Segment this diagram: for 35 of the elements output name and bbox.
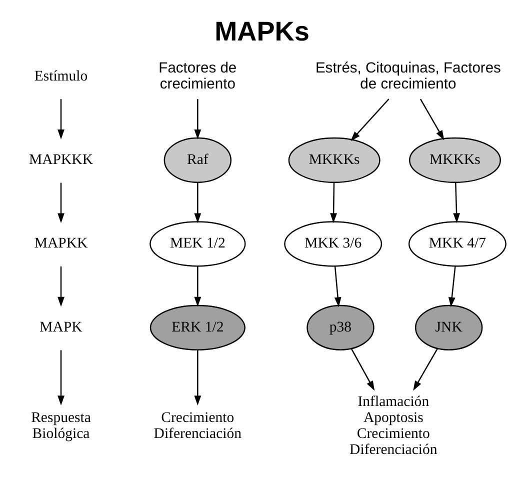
arrow [58, 266, 64, 307]
arrow [334, 266, 342, 308]
node-text: MAPKKK [29, 152, 94, 168]
arrow [58, 99, 64, 140]
arrow [194, 350, 202, 406]
arrow [194, 99, 202, 140]
arrow [448, 266, 456, 308]
node-text: Factores de crecimiento [158, 60, 237, 92]
arrow [58, 350, 64, 406]
arrow [58, 182, 64, 224]
node-text: MAPK [40, 319, 82, 336]
node-text: Respuesta Biológica [31, 410, 91, 442]
node-ellipse: MKKKs [288, 137, 380, 183]
node-ellipse: ERK 1/2 [150, 304, 246, 350]
arrow [453, 182, 460, 224]
arrow [420, 98, 444, 140]
diagram-title: MAPKs [214, 15, 310, 46]
arrow [350, 98, 390, 142]
node-text: Crecimiento Diferenciación [154, 410, 242, 442]
arrow [413, 348, 438, 391]
node-ellipse: MKK 4/7 [408, 221, 506, 267]
node-ellipse: p38 [306, 304, 374, 350]
node-text: Estímulo [34, 68, 88, 84]
node-text: Inflamación Apoptosis Crecimiento Diferenciación [350, 394, 438, 458]
arrow [194, 182, 202, 224]
node-ellipse: MEK 1/2 [150, 221, 246, 267]
node-text: Estrés, Citoquinas, Factores de crecimiento [315, 60, 501, 92]
node-ellipse: JNK [414, 304, 483, 350]
node-ellipse: Raf [164, 137, 232, 183]
node-text: MAPKK [34, 236, 88, 252]
arrow [194, 266, 202, 307]
arrow [350, 348, 375, 391]
node-ellipse: MKK 3/6 [284, 221, 382, 267]
arrow [330, 182, 337, 224]
node-ellipse: MKKKs [408, 137, 501, 183]
